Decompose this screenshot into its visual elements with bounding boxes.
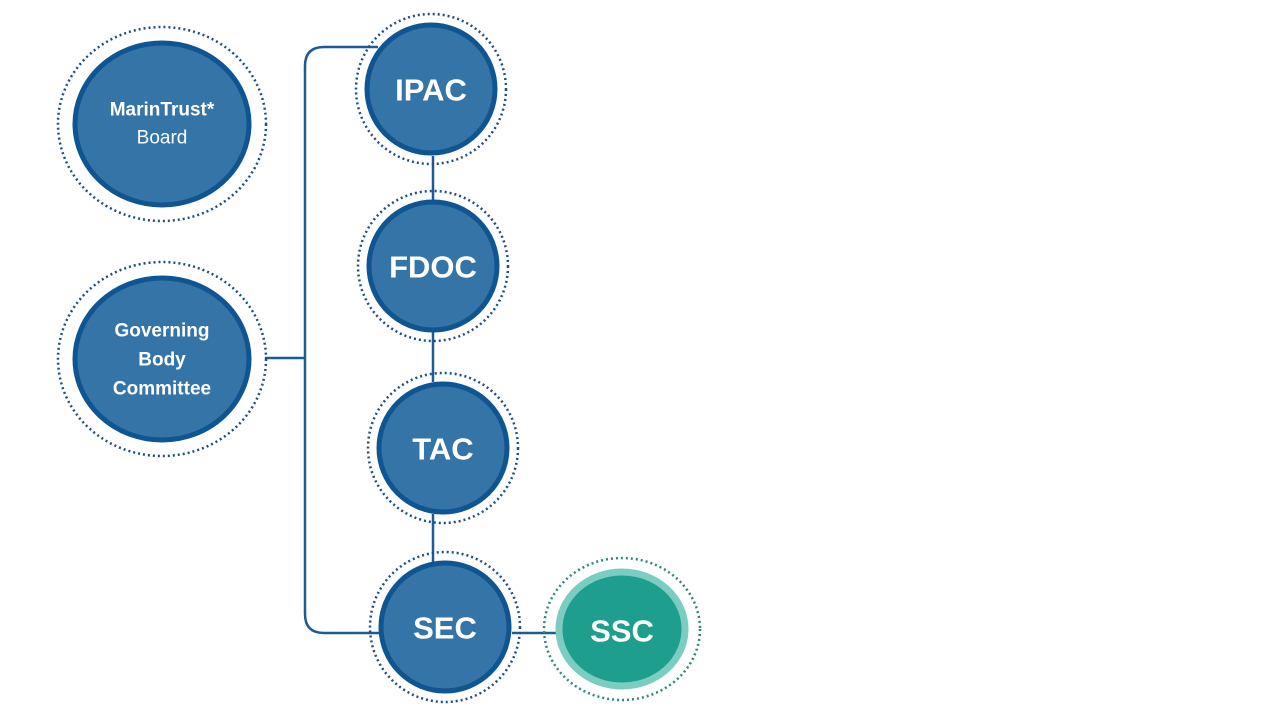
node-circle [378, 560, 512, 694]
node-label-line2: Body [138, 350, 186, 371]
node-tac: TAC [366, 371, 520, 525]
node-outline-dots [56, 260, 268, 458]
node-circle [376, 381, 510, 515]
node-circle [364, 22, 498, 156]
node-label: SSC [590, 614, 654, 649]
node-ipac: IPAC [354, 12, 508, 166]
node-outline-dots [366, 371, 520, 525]
bracket-connector [303, 45, 388, 635]
node-label-line3: Committee [113, 379, 211, 400]
node-outline-dots [368, 550, 522, 704]
node-label-line1: MarinTrust* [110, 100, 215, 121]
node-outline-dots [542, 556, 702, 702]
node-outline-dots [356, 189, 510, 343]
node-outline-dots [56, 25, 268, 223]
node-label: FDOC [389, 250, 477, 285]
node-label: SEC [413, 611, 477, 646]
node-marintrust-board: MarinTrust* Board [56, 25, 268, 223]
node-outline-dots [354, 12, 508, 166]
node-label: IPAC [395, 73, 467, 108]
node-sec: SEC [368, 550, 522, 704]
node-circle [72, 275, 252, 443]
node-circle [366, 199, 500, 333]
node-label: TAC [412, 432, 473, 467]
node-fdoc: FDOC [356, 189, 510, 343]
node-circle [72, 40, 252, 208]
node-circle [555, 568, 689, 690]
node-label-line2: Board [137, 128, 188, 149]
node-governing-body-committee: Governing Body Committee [56, 260, 268, 458]
node-label-line1: Governing [114, 321, 209, 342]
node-ssc: SSC [542, 556, 702, 702]
